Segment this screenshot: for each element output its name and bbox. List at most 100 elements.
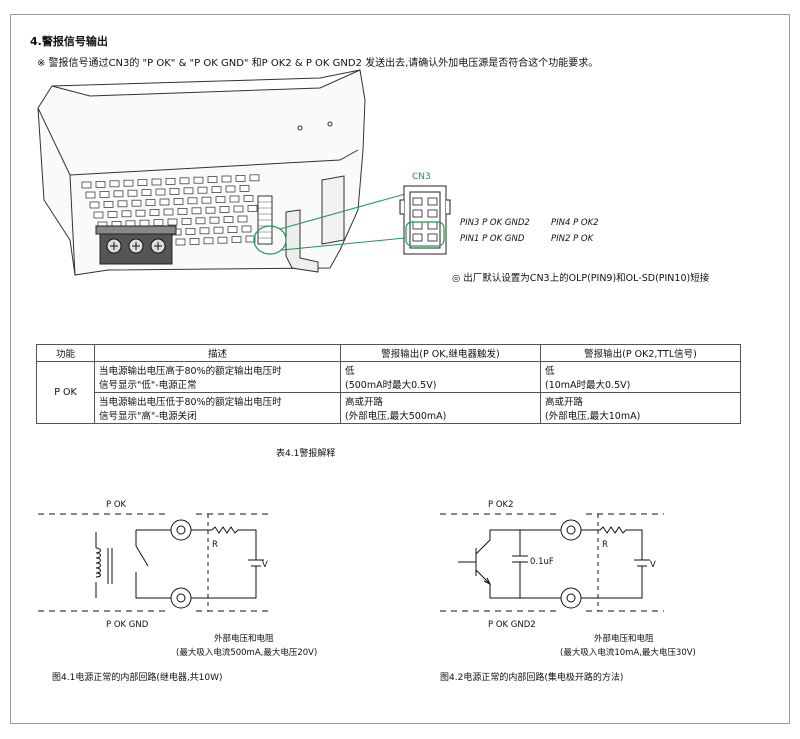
vent-slot (235, 174, 246, 182)
vent-slot (221, 175, 232, 183)
vent-slot (225, 185, 236, 193)
vent-slot (181, 217, 192, 225)
vent-slot (185, 227, 196, 235)
fig2-caption: 图4.2电源正常的内部回路(集电极开路的方法) (440, 673, 624, 683)
vent-slot (205, 206, 216, 214)
vent-slot (99, 190, 110, 198)
intro-text: ※ 警报信号通过CN3的 "P OK" & "P OK GND" 和P OK2 … (37, 58, 599, 69)
fig1-caption: 图4.1电源正常的内部回路(继电器,共10W) (52, 673, 223, 683)
page-frame (10, 14, 790, 724)
vent-slot (193, 176, 204, 184)
ttl-cell: 高或开路(外部电压,最大10mA) (540, 392, 741, 424)
vent-slot (95, 180, 106, 188)
vent-slot (137, 179, 148, 187)
vent-slot (243, 194, 254, 202)
vent-slot (237, 215, 248, 223)
vent-slot (241, 225, 252, 233)
table-caption: 表4.1警报解释 (276, 449, 336, 459)
vent-slot (197, 186, 208, 194)
vent-slot (163, 208, 174, 216)
vent-slot (229, 195, 240, 203)
vent-slot (211, 186, 222, 194)
vent-slot (127, 189, 138, 197)
vent-slot (201, 196, 212, 204)
fig2-top-label: P OK2 (488, 500, 514, 510)
desc-cell: 当电源输出电压低于80%的额定输出电压时信号显示"高"-电源关闭 (94, 392, 341, 424)
vent-slot (245, 235, 256, 243)
fig1-r-label: R (212, 540, 218, 550)
vent-slot (151, 178, 162, 186)
vent-slot (131, 199, 142, 207)
vent-slot (195, 217, 206, 225)
vent-slot (173, 197, 184, 205)
vent-slot (249, 174, 260, 182)
vent-slot (165, 177, 176, 185)
vent-slot (109, 180, 120, 188)
fig2-ext-note: (最大吸入电流10mA,最大电压30V) (560, 648, 696, 658)
vent-slot (219, 206, 230, 214)
relay-cell: 低(500mA时最大0.5V) (340, 361, 541, 393)
vent-slot (141, 189, 152, 197)
fig1-v-label: V (262, 560, 268, 570)
vent-slot (247, 204, 258, 212)
pin1-label: PIN1 P OK GND (460, 234, 525, 244)
vent-slot (207, 176, 218, 184)
vent-slot (85, 191, 96, 199)
vent-slot (233, 205, 244, 213)
vent-slot (187, 197, 198, 205)
vent-slot (231, 236, 242, 244)
vent-slot (203, 237, 214, 245)
fig1-bottom-label: P OK GND (106, 620, 149, 630)
vent-slot (175, 238, 186, 246)
alarm-table: 功能 描述 警报输出(P OK,继电器触发) 警报输出(P OK2,TTL信号)… (36, 344, 741, 424)
vent-slot (103, 200, 114, 208)
relay-cell: 高或开路(外部电压,最大500mA) (340, 392, 541, 424)
vent-slot (107, 210, 118, 218)
fig2-circuit (440, 513, 664, 612)
vent-slot (213, 226, 224, 234)
vent-slot (183, 187, 194, 195)
fig1-ext-title: 外部电压和电阻 (214, 634, 274, 644)
vent-slot (117, 200, 128, 208)
ttl-cell: 低(10mA时最大0.5V) (540, 361, 741, 393)
vent-slot (209, 216, 220, 224)
vent-slot (239, 184, 250, 192)
section-title: 4.警报信号输出 (30, 35, 108, 48)
function-cell: P OK (36, 361, 95, 424)
vent-slot (191, 207, 202, 215)
vent-slot (89, 201, 100, 209)
vent-slot (149, 209, 160, 217)
vent-slot (93, 211, 104, 219)
pin3-label: PIN3 P OK GND2 (460, 218, 530, 228)
fig2-ext-title: 外部电压和电阻 (594, 634, 654, 644)
vent-slot (217, 236, 228, 244)
fig2-cap-label: 0.1uF (530, 557, 554, 567)
fig2-r-label: R (602, 540, 608, 550)
vent-slot (121, 210, 132, 218)
fig1-top-label: P OK (106, 500, 127, 510)
vent-slot (123, 179, 134, 187)
vent-slot (169, 187, 180, 195)
vent-slot (155, 188, 166, 196)
vent-slot (113, 190, 124, 198)
vent-slot (215, 196, 226, 204)
vent-slot (145, 199, 156, 207)
vent-slot (81, 181, 92, 189)
vent-slot (135, 209, 146, 217)
fig1-ext-note: (最大吸入电流500mA,最大电压20V) (176, 648, 318, 658)
fig2-bottom-label: P OK GND2 (488, 620, 536, 630)
table-row: 当电源输出电压低于80%的额定输出电压时信号显示"高"-电源关闭 高或开路(外部… (37, 392, 741, 424)
fig2-v-label: V (650, 560, 656, 570)
factory-note: ◎ 出厂默认设置为CN3上的OLP(PIN9)和OL-SD(PIN10)短接 (452, 273, 710, 284)
vent-slot (159, 198, 170, 206)
vent-slot (179, 177, 190, 185)
vent-slot (223, 216, 234, 224)
vent-slot (199, 227, 210, 235)
cn3-label: CN3 (412, 172, 431, 182)
vent-slot (177, 207, 188, 215)
pin4-label: PIN4 P OK2 (551, 218, 599, 228)
vent-slot (227, 226, 238, 234)
vent-slot (189, 237, 200, 245)
